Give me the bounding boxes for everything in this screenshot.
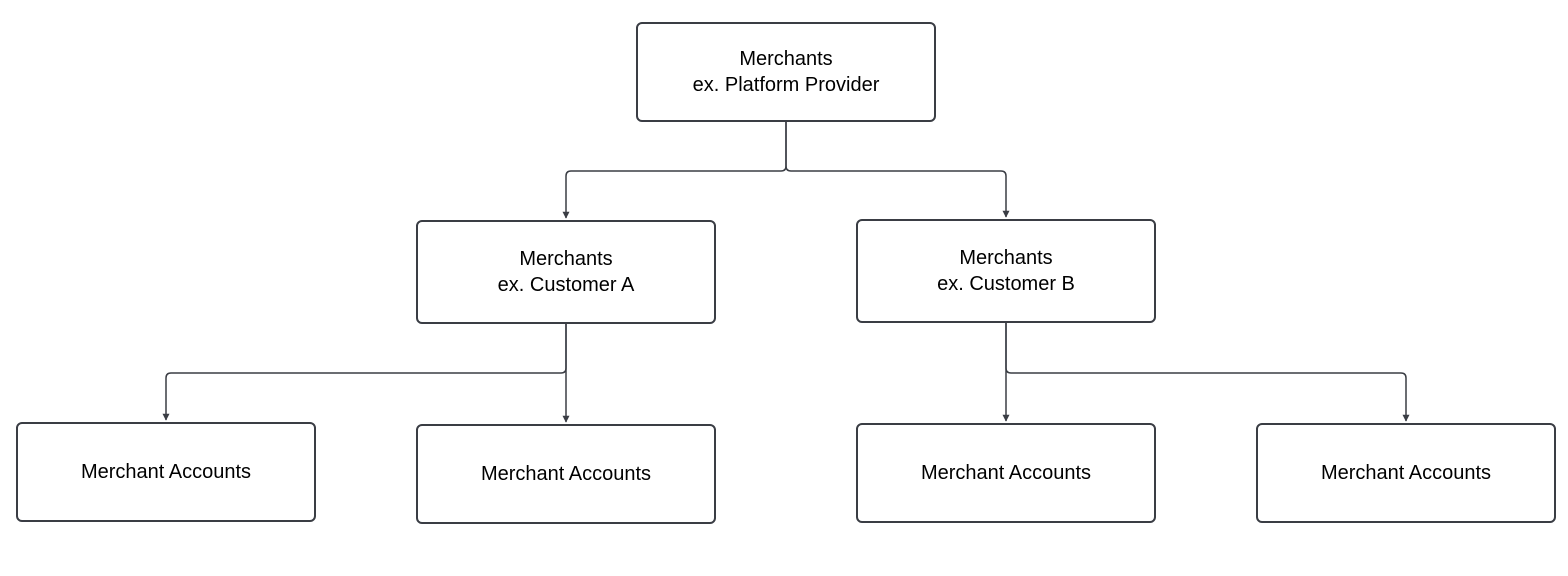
node-subtitle: ex. Customer A — [497, 274, 635, 296]
node-merchant-accounts-1: Merchant Accounts — [16, 422, 316, 522]
node-label: Merchant Accounts — [1320, 462, 1492, 484]
connector-root-to-customer-a — [562, 122, 787, 219]
node-subtitle: ex. Platform Provider — [692, 74, 880, 96]
connector-root-to-customer-b — [785, 122, 1010, 218]
node-merchant-accounts-4: Merchant Accounts — [1256, 423, 1556, 523]
connector-customer-a-to-account-1 — [162, 324, 567, 421]
node-title: Merchants — [519, 248, 613, 270]
node-merchant-accounts-3: Merchant Accounts — [856, 423, 1156, 523]
node-merchants-platform-provider: Merchants ex. Platform Provider — [636, 22, 936, 122]
node-title: Merchants — [739, 48, 833, 70]
node-label: Merchant Accounts — [480, 463, 652, 485]
node-merchants-customer-b: Merchants ex. Customer B — [856, 219, 1156, 323]
node-label: Merchant Accounts — [920, 462, 1092, 484]
node-subtitle: ex. Customer B — [937, 273, 1075, 295]
node-merchant-accounts-2: Merchant Accounts — [416, 424, 716, 524]
node-title: Merchants — [959, 247, 1053, 269]
node-merchants-customer-a: Merchants ex. Customer A — [416, 220, 716, 324]
connector-customer-b-to-account-4 — [1005, 323, 1410, 422]
node-label: Merchant Accounts — [80, 461, 252, 483]
